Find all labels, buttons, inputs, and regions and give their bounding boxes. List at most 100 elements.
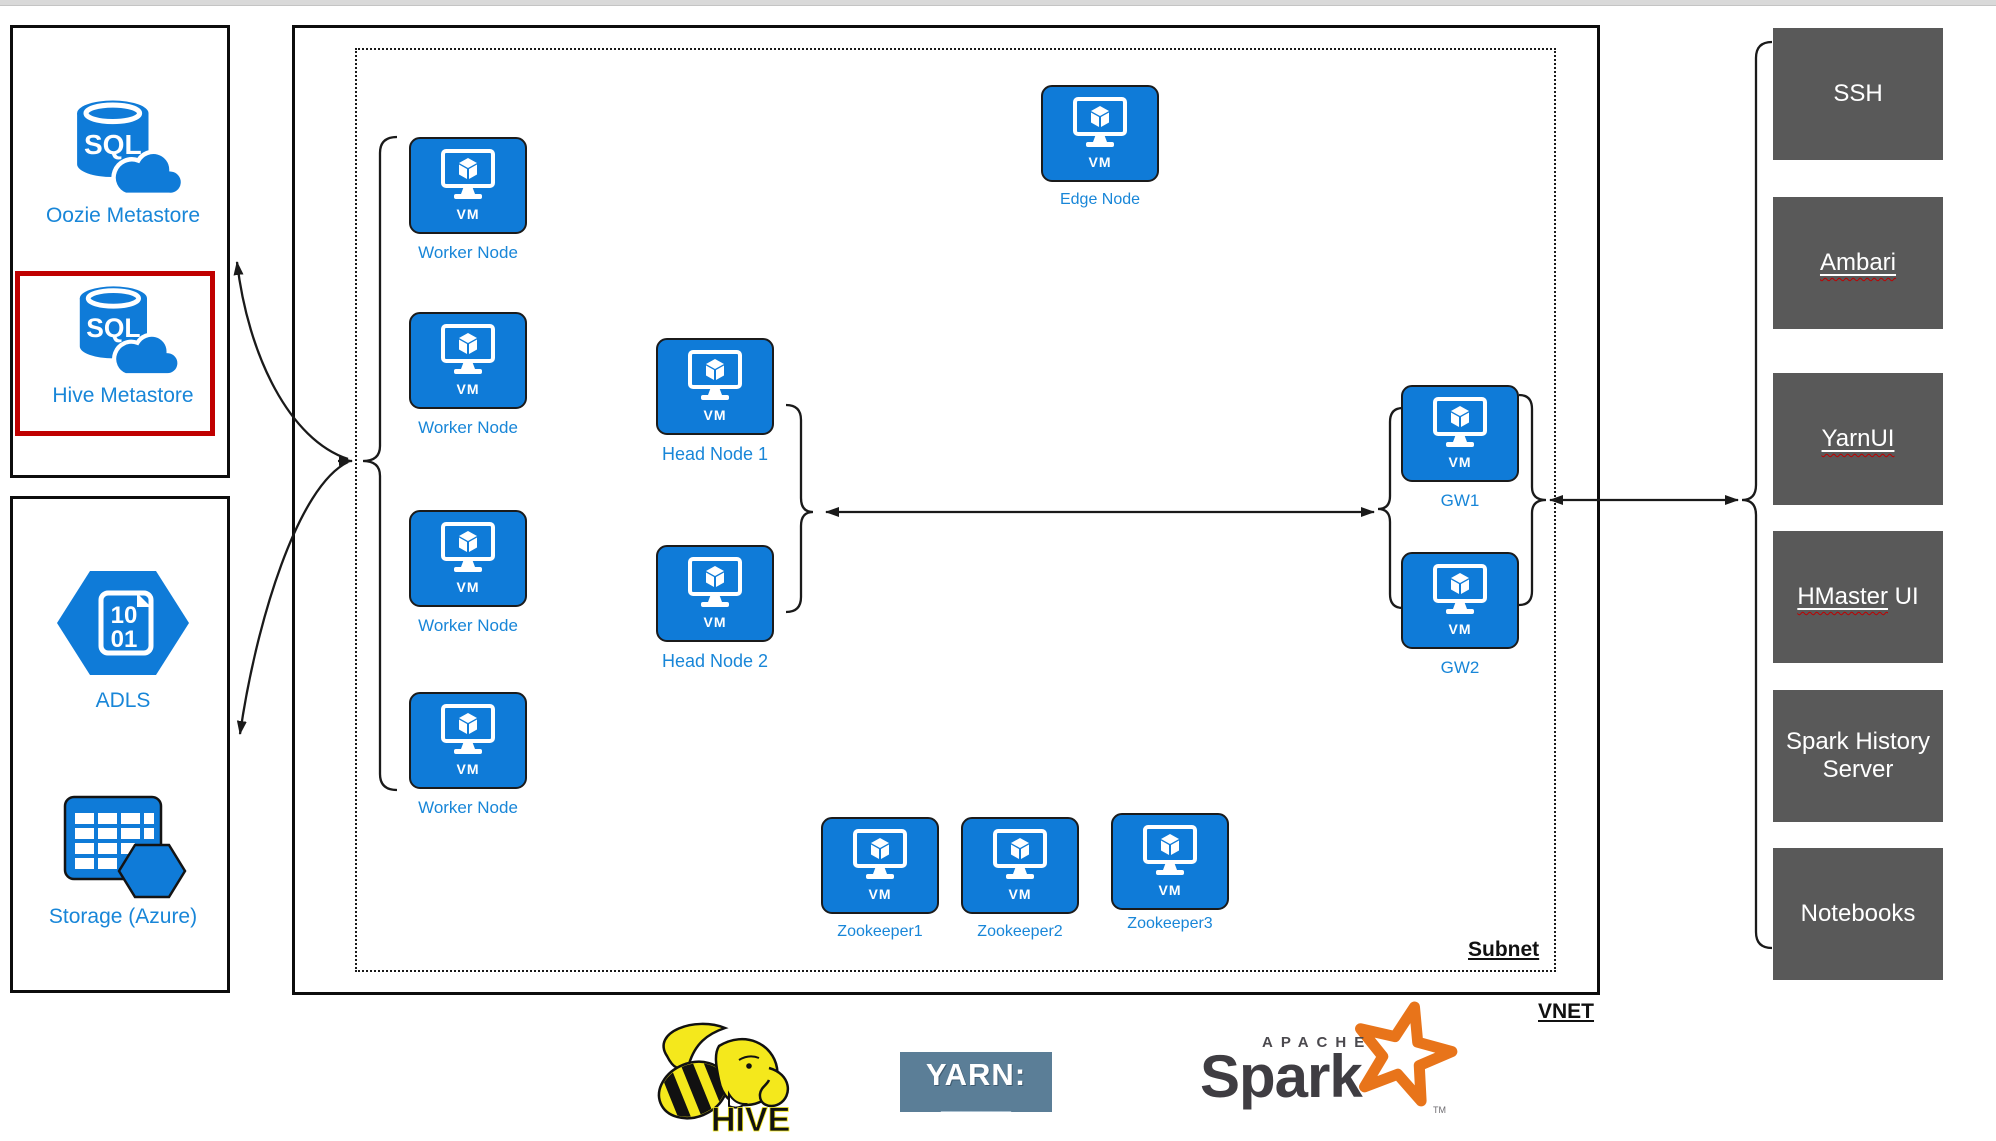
node-label: Head Node 1 [661,444,769,464]
yarn-wordmark: YARN: [925,1056,1027,1092]
vm-box: VM [409,510,527,607]
ambari-link[interactable]: Ambari [1819,249,1897,277]
vm-box: VM [1401,552,1519,649]
vm-box: VM [821,817,939,914]
node-edge: VM Edge Node [1030,85,1170,209]
cube-icon [706,566,724,587]
node-zookeeper-2: VM Zookeeper2 [950,817,1090,941]
sql-text: SQL [84,129,142,160]
cube-icon [459,531,477,552]
adls-icon-text-2: 01 [111,626,138,653]
node-gw1: VM GW1 [1390,385,1530,511]
yarnui-link[interactable]: YarnUI [1821,425,1895,453]
node-worker-1: VM Worker Node [398,137,538,263]
node-label: Zookeeper3 [1127,915,1213,932]
node-label: Worker Node [418,616,518,635]
storage-panel: 10 01 ADLS Storage (Azure) [10,496,230,993]
vm-box: VM [409,692,527,789]
trademark-text: TM [1433,1105,1446,1115]
vnet-label: VNET [1538,1000,1595,1023]
data-lake-store-icon: 10 01 [57,571,189,675]
node-label: Zookeeper2 [977,923,1063,940]
vm-box: VM [656,545,774,642]
service-yarnui: YarnUI [1773,373,1943,505]
vm-box: VM [1041,85,1159,182]
vm-box: VM [409,137,527,234]
vm-monitor-icon [1073,97,1127,147]
vm-monitor-icon [1433,397,1487,447]
hive-logo: HIVE [633,1016,805,1139]
yarn-subline: ▁▁▁▁▁▁▁ [941,1097,1011,1112]
vm-box: VM [961,817,1079,914]
adls-icon-text-1: 10 [111,602,138,629]
hmaster-link[interactable]: HMaster [1797,583,1888,611]
subnet-box [355,48,1556,972]
cube-icon [871,838,889,859]
node-label: Head Node 2 [661,651,769,671]
adls-label: ADLS [95,689,151,712]
cube-icon [1011,838,1029,859]
service-spark-history: Spark History Server [1773,690,1943,822]
node-label: Edge Node [1059,191,1141,208]
node-label: Worker Node [418,418,518,437]
vm-monitor-icon [1143,825,1197,875]
node-head-1: VM Head Node 1 [645,338,785,465]
vm-monitor-icon [1433,564,1487,614]
cube-icon [1451,406,1469,427]
service-notebooks: Notebooks [1773,848,1943,980]
node-label: Worker Node [418,798,518,817]
sql-database-cloud-icon: SQL [77,100,186,198]
oozie-metastore-label: Oozie Metastore [45,204,201,227]
cube-icon [1091,106,1109,127]
hive-metastore-label: Hive Metastore [52,384,194,407]
adls-item: 10 01 ADLS [51,561,195,713]
cube-icon [1451,573,1469,594]
azure-storage-label: Storage (Azure) [48,905,198,928]
metastores-panel: SQL Oozie Metastore SQL Hive Metastore [10,25,230,478]
vm-monitor-icon [688,350,742,400]
spark-logo: APACHE Spark TM [1200,1001,1460,1132]
vm-box: VM [1111,813,1229,910]
services-brace [1741,40,1773,950]
node-label: Worker Node [418,243,518,262]
vm-box: VM [409,312,527,409]
spark-wordmark: Spark [1200,1043,1363,1110]
oozie-metastore-item: SQL Oozie Metastore [43,98,203,228]
hive-wordmark: HIVE [711,1101,790,1136]
vm-monitor-icon [441,149,495,199]
table-grid [75,813,154,869]
vm-monitor-icon [993,829,1047,879]
subnet-label: Subnet [1468,938,1540,961]
yarn-logo: YARN: ▁▁▁▁▁▁▁ [900,1052,1052,1112]
node-label: GW2 [1440,658,1480,677]
node-label: GW1 [1440,491,1480,510]
vm-box: VM [1401,385,1519,482]
node-zookeeper-3: VM Zookeeper3 [1100,813,1240,933]
vm-monitor-icon [441,324,495,374]
vm-monitor-icon [441,704,495,754]
cube-icon [459,333,477,354]
vm-monitor-icon [853,829,907,879]
azure-storage-item: Storage (Azure) [48,793,198,929]
cube-icon [459,713,477,734]
node-label: Zookeeper1 [837,923,923,940]
storage-table-icon [63,795,187,899]
service-ssh: SSH [1773,28,1943,160]
hive-bee-icon: HIVE [657,1022,791,1139]
node-zookeeper-1: VM Zookeeper1 [810,817,950,941]
service-hmaster-ui: HMaster UI [1773,531,1943,663]
hive-metastore-item: SQL Hive Metastore [43,284,203,408]
vm-box: VM [656,338,774,435]
sql-database-cloud-icon: SQL [79,286,182,378]
cube-icon [706,359,724,380]
window-top-strip [0,0,1996,6]
apache-wordmark: APACHE [1262,1034,1373,1051]
cube-icon [459,158,477,179]
node-worker-2: VM Worker Node [398,312,538,438]
node-worker-3: VM Worker Node [398,510,538,636]
spark-star-icon [1355,1001,1458,1107]
node-head-2: VM Head Node 2 [645,545,785,672]
node-gw2: VM GW2 [1390,552,1530,678]
cube-icon [1161,834,1179,855]
